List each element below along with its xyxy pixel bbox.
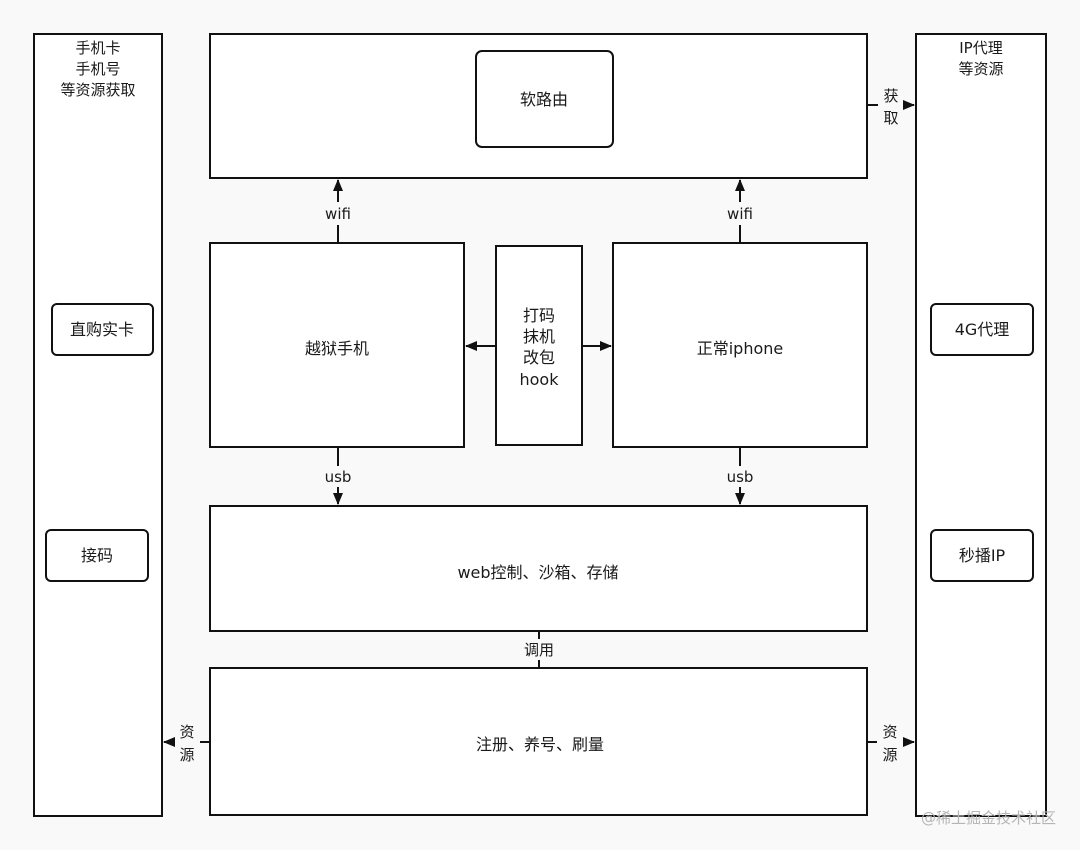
node-web-control-label: web控制、沙箱、存储 <box>457 563 618 582</box>
right-panel-title-line: IP代理 <box>959 39 1002 57</box>
node-buy-sim-box <box>51 303 154 356</box>
node-operations: 注册、养号、刷量 <box>209 667 868 816</box>
node-tools: 打码 抹机 改包 hook <box>495 245 583 446</box>
node-web-control: web控制、沙箱、存储 <box>209 505 868 632</box>
edge-label-call: 调用 <box>524 641 554 659</box>
edge-label-get-line: 取 <box>883 109 898 127</box>
left-panel-title-line: 等资源获取 <box>60 81 135 99</box>
edge-label-wifi-left: wifi <box>325 205 351 223</box>
node-tools-box <box>495 245 583 446</box>
node-soft-router-box <box>475 50 614 148</box>
right-panel-title-line: 等资源 <box>958 60 1003 78</box>
node-normal-iphone: 正常iphone <box>612 242 868 448</box>
edge-label-resource-right-line: 源 <box>882 746 897 764</box>
right-panel-frame <box>915 33 1047 817</box>
node-jailbreak-phone-label: 越狱手机 <box>305 339 369 358</box>
node-4g-proxy-box <box>930 303 1034 356</box>
node-jailbreak-phone-box <box>209 242 465 448</box>
edge-label-wifi-right: wifi <box>727 205 753 223</box>
node-sms-code: 接码 <box>45 529 149 582</box>
node-sms-code-label: 接码 <box>81 546 113 565</box>
node-tools-line: 改包 <box>523 348 555 367</box>
node-soft-router-label: 软路由 <box>520 90 568 109</box>
edge-label-resource-left-line: 源 <box>179 746 194 764</box>
edge-label-resource-right-line: 资 <box>882 723 897 741</box>
node-operations-box <box>209 667 868 816</box>
node-normal-iphone-box <box>612 242 868 448</box>
node-4g-proxy-label: 4G代理 <box>955 320 1010 339</box>
node-soft-router: 软路由 <box>475 50 614 148</box>
node-operations-label: 注册、养号、刷量 <box>476 735 604 754</box>
node-4g-proxy: 4G代理 <box>930 303 1034 356</box>
left-resource-panel: 手机卡 手机号 等资源获取 <box>33 33 163 817</box>
edge-label-usb-right: usb <box>727 468 754 486</box>
edge-label-resource-left-line: 资 <box>179 723 194 741</box>
edge-label-get-line: 获 <box>883 87 898 105</box>
node-tools-line: 抹机 <box>523 327 555 346</box>
node-tools-line: 打码 <box>523 306 555 325</box>
node-buy-sim-label: 直购实卡 <box>70 320 134 339</box>
node-instant-ip: 秒播IP <box>930 529 1034 582</box>
node-buy-sim: 直购实卡 <box>51 303 154 356</box>
node-tools-line: hook <box>520 370 560 389</box>
left-panel-title-line: 手机卡 <box>75 39 120 57</box>
node-instant-ip-label: 秒播IP <box>959 546 1006 565</box>
edge-label-usb-left: usb <box>325 468 352 486</box>
node-normal-iphone-label: 正常iphone <box>697 339 784 358</box>
left-panel-title-line: 手机号 <box>75 60 120 78</box>
node-sms-code-box <box>45 529 149 582</box>
right-resource-panel: IP代理 等资源 <box>915 33 1047 817</box>
left-panel-frame <box>33 33 163 817</box>
node-instant-ip-box <box>930 529 1034 582</box>
watermark: @稀土掘金技术社区 <box>921 809 1056 827</box>
node-jailbreak-phone: 越狱手机 <box>209 242 465 448</box>
